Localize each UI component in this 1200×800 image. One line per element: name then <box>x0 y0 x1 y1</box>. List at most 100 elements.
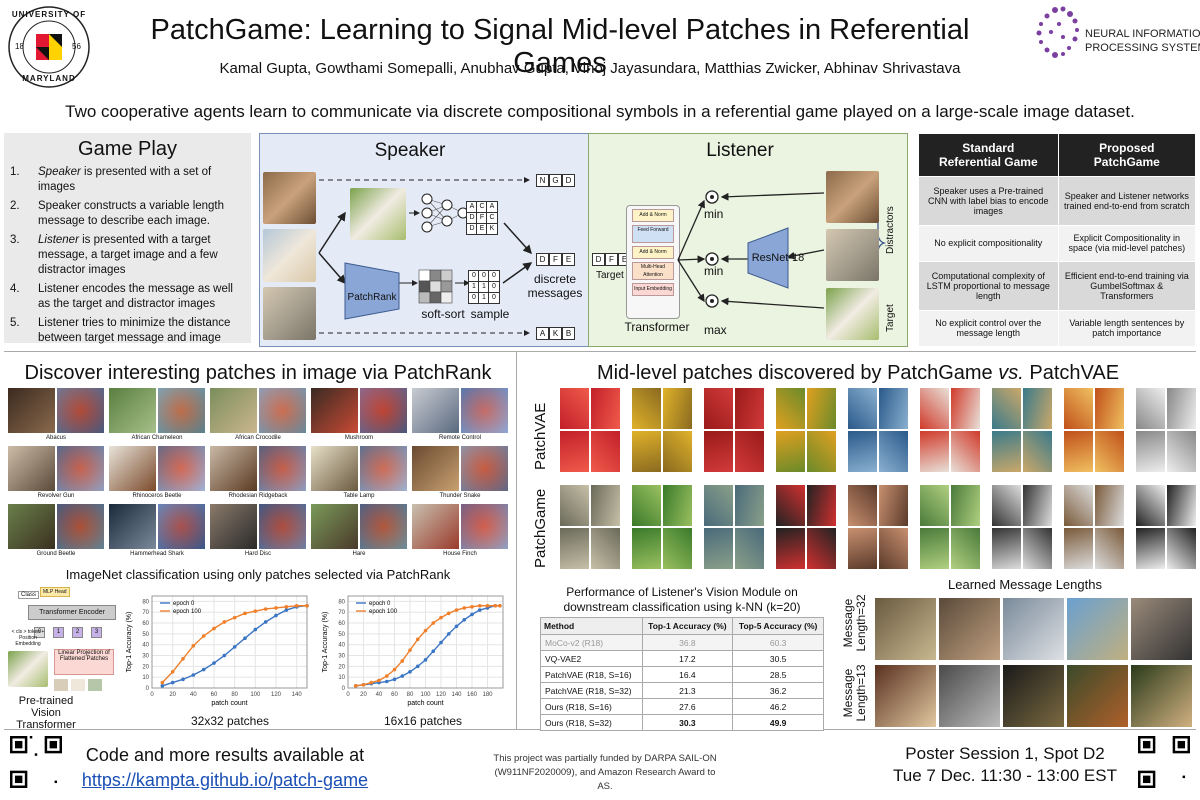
patchgame-patch <box>1167 528 1196 569</box>
step-number: 3. <box>10 234 20 246</box>
patchrank-label: African Crocodile <box>235 435 281 441</box>
y-tick-label: 50 <box>338 632 345 638</box>
patchvae-patch <box>776 431 805 472</box>
patchrank-image <box>210 388 257 433</box>
umd-logo: UNIVERSITY OF MARYLAND 18 56 <box>8 4 90 90</box>
heatmap-overlay <box>259 388 306 433</box>
transformer-label: Transformer <box>624 320 690 334</box>
patchgame-patch <box>663 528 692 569</box>
code-text: Code and more results available at <box>85 745 365 765</box>
neurips-line1: NEURAL INFORMATION <box>1085 28 1200 40</box>
x-tick-label: 120 <box>436 692 447 698</box>
data-point <box>470 612 474 617</box>
project-link[interactable]: https://kampta.github.io/patch-game <box>81 770 369 790</box>
poster-authors: Kamal Gupta, Gowthami Somepalli, Anubhav… <box>219 60 961 77</box>
patchvae-patch <box>704 431 733 472</box>
patchgame-patch <box>951 485 980 526</box>
data-point <box>191 643 196 648</box>
y-tick-label: 10 <box>142 675 149 681</box>
step-text: Listener encodes the message as well as … <box>38 283 233 310</box>
msglen-label-13: Message Length=13 <box>841 664 868 722</box>
legend-label: epoch 100 <box>369 609 398 615</box>
distractors-label: Distractors <box>885 206 896 254</box>
step-text: Speaker constructs a variable length mes… <box>38 200 225 227</box>
message-token: G <box>549 174 562 187</box>
patchvae-patch <box>1023 388 1052 429</box>
series-line <box>355 605 500 687</box>
data-point <box>462 606 467 610</box>
gameplay-steps: 1.Speaker is presented with a set of ima… <box>10 165 248 350</box>
x-tick-label: 160 <box>467 692 478 698</box>
poster-title: PatchGame: Learning to Signal Mid-level … <box>150 14 970 79</box>
comparison-cell: Speaker uses a Pre-trained CNN with labe… <box>918 176 1059 226</box>
data-point <box>400 674 405 678</box>
patchgame-patch <box>776 528 805 569</box>
x-axis-label: patch count <box>407 700 443 707</box>
patchrank-label: Abacus <box>45 435 66 441</box>
data-point <box>253 627 258 632</box>
patchvae-patch <box>663 431 692 472</box>
patchrank-image <box>311 446 358 491</box>
comparison-cell: Computational complexity of LSTM proport… <box>918 261 1059 311</box>
umd-arc-bottom: MARYLAND <box>22 74 76 83</box>
patchrank-image <box>109 504 156 549</box>
transformer-layer: Multi-Head Attention <box>632 262 674 280</box>
patchvae-patch <box>992 388 1021 429</box>
y-tick-label: 20 <box>142 664 149 670</box>
data-point <box>263 607 268 611</box>
patchgame-patch <box>704 528 733 569</box>
data-point <box>454 608 459 612</box>
x-tick-label: 180 <box>482 692 493 698</box>
data-point <box>181 677 185 682</box>
perf-cell: 60.3 <box>732 634 824 651</box>
data-point <box>400 659 405 663</box>
patchrank-image <box>311 504 358 549</box>
patchgame-patch <box>560 485 589 526</box>
patchvae-patch <box>560 431 589 472</box>
patchvae-label: PatchVAE <box>532 402 549 470</box>
patchgame-patch <box>1136 485 1165 526</box>
patchvae-patch <box>951 431 980 472</box>
x-tick-label: 100 <box>250 692 261 698</box>
qr-code-left[interactable] <box>10 736 62 788</box>
data-point <box>369 680 374 685</box>
patchrank-label: Hard Disc <box>244 551 272 557</box>
perf-cell: Ours (R18, S=16) <box>540 698 643 715</box>
step-emphasis: Speaker <box>38 166 81 178</box>
data-point <box>392 667 397 672</box>
heatmap-overlay <box>461 388 508 433</box>
data-point <box>477 608 482 612</box>
x-tick-label: 0 <box>150 692 154 698</box>
data-point <box>415 637 420 642</box>
patchrank-label: African Chameleon <box>131 435 183 441</box>
message-length-image <box>1067 665 1128 727</box>
vit-token: 0 <box>34 627 45 638</box>
min1-label: min <box>704 207 724 221</box>
y-tick-label: 0 <box>342 686 346 692</box>
patchvae-patch <box>1136 431 1165 472</box>
message-length-image <box>1067 598 1128 660</box>
x-tick-label: 140 <box>292 692 303 698</box>
x-tick-label: 40 <box>376 692 383 698</box>
qr-code-right[interactable] <box>1138 736 1190 788</box>
message-length-image <box>939 598 1000 660</box>
message-token: D <box>562 174 575 187</box>
session-text: Poster Session 1, Spot D2 <box>905 744 1105 763</box>
patchgame-patch <box>992 528 1021 569</box>
data-point <box>431 621 436 625</box>
data-point <box>493 603 498 608</box>
data-point <box>243 636 247 641</box>
y-tick-label: 80 <box>338 599 345 605</box>
gameplay-step: 4. Listener encodes the message as well a… <box>10 282 248 312</box>
heatmap-overlay <box>360 446 407 491</box>
patchrank-label: Mushroom <box>344 435 374 441</box>
step-number: 4. <box>10 283 20 295</box>
